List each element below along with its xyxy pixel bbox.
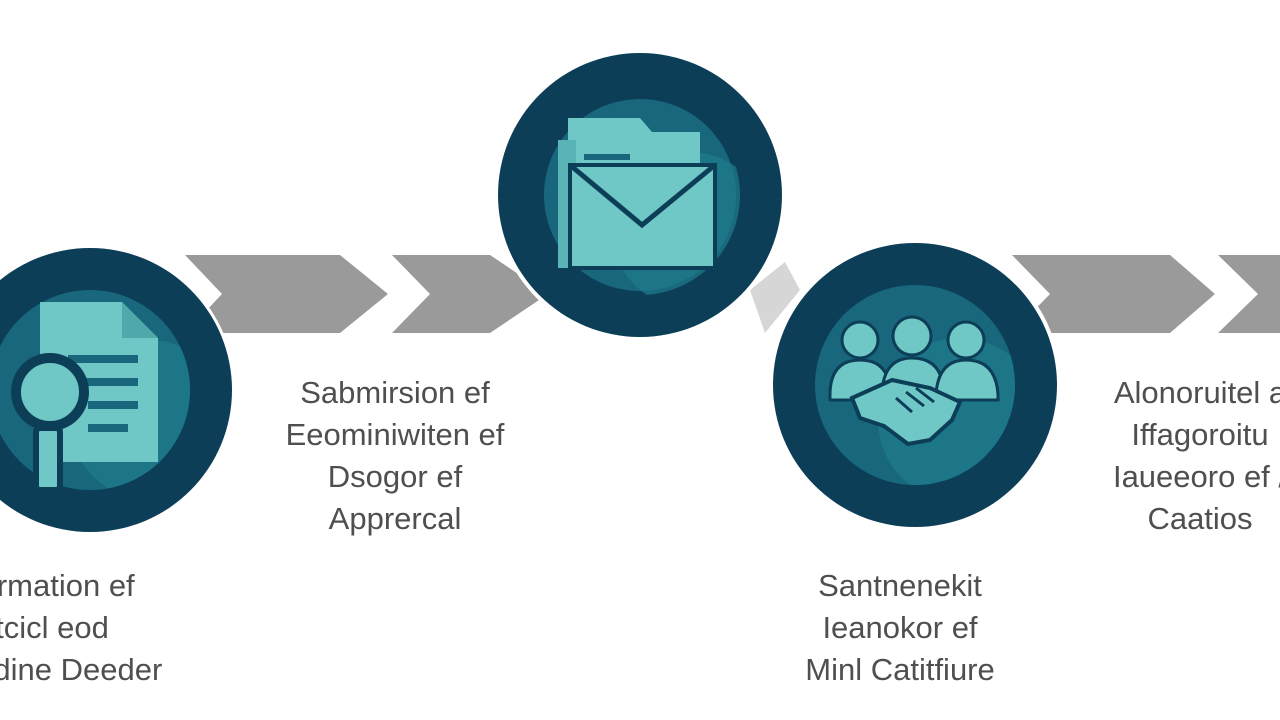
chevron-arrow — [392, 255, 548, 333]
step-label-4: Alonoruitel a Iffagoroitu Iaueeoro ef / … — [1112, 375, 1280, 536]
step-circle-1 — [0, 245, 235, 535]
chevron-arrow — [1218, 255, 1280, 333]
step-circle-4 — [769, 239, 1061, 531]
step-label-2: Sabmirsion ef Eeominiwiten ef Dsogor ef … — [285, 375, 505, 536]
chevron-arrow — [1012, 255, 1215, 333]
people-handshake-icon — [828, 315, 1000, 447]
step-circle-3 — [494, 49, 786, 341]
chevron-arrow — [185, 255, 388, 333]
document-magnifier-icon — [11, 302, 158, 493]
folder-envelope-icon — [558, 118, 717, 270]
step-label-1: mpllrmation ef robrtcicl eod rtendine De… — [0, 568, 163, 687]
chevron-arrow — [750, 262, 800, 333]
step-label-3: Santnenekit Ieanokor ef Minl Catitfiure — [805, 568, 995, 687]
